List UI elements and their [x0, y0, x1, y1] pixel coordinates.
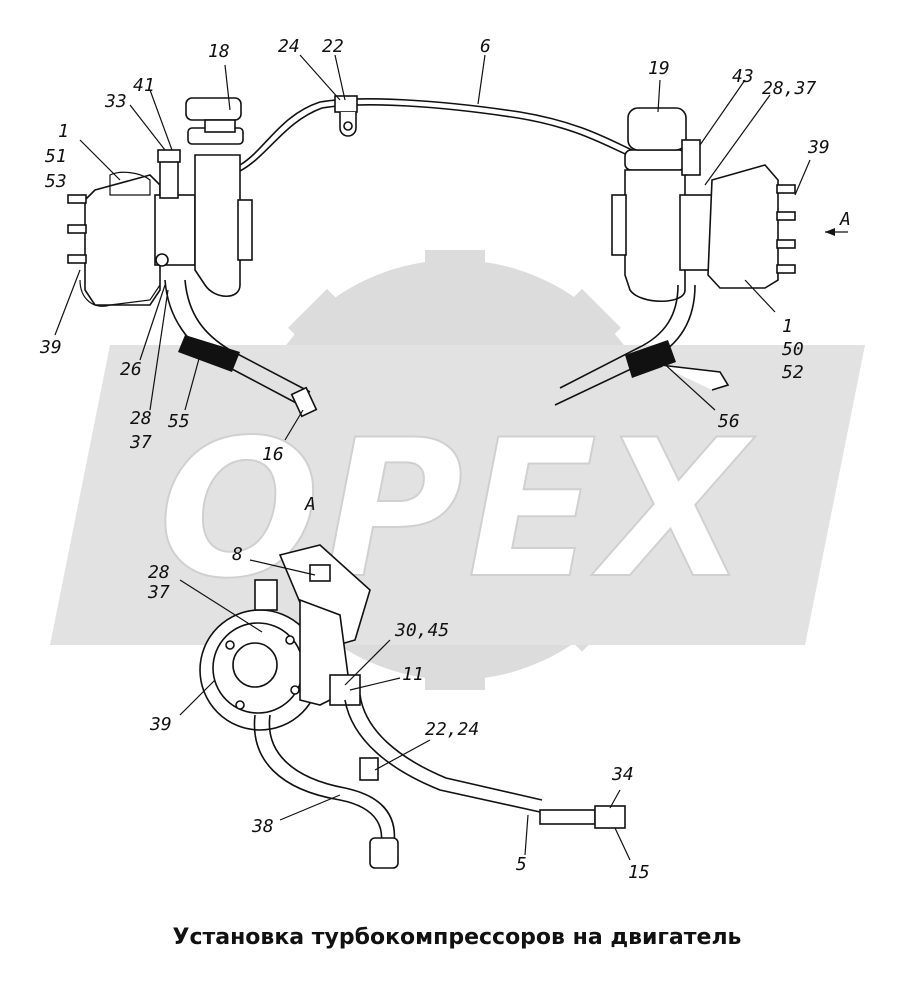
callout-52: 52 — [782, 362, 804, 383]
callout-30-45: 30,45 — [394, 620, 449, 641]
callout-24-top: 24 — [278, 36, 300, 57]
callout-22-24: 22,24 — [425, 719, 479, 740]
callout-37-left: 37 — [129, 432, 152, 453]
callout-39-bottom: 39 — [149, 714, 172, 735]
callout-33: 33 — [104, 91, 127, 112]
callout-labels: 1 51 53 33 41 18 24 22 6 19 43 28,37 39 … — [39, 36, 851, 883]
callout-39-left: 39 — [39, 337, 62, 358]
leader-lines — [54, 54, 848, 861]
pipe-clamp-top — [334, 95, 358, 137]
callout-37-bottom: 37 — [147, 582, 170, 603]
callout-39-right: 39 — [807, 137, 830, 158]
callout-53: 53 — [45, 171, 67, 192]
callout-34: 34 — [611, 764, 634, 785]
watermark: OPEX — [50, 250, 865, 690]
callout-16: 16 — [262, 444, 284, 465]
callout-28-37-right: 28,37 — [762, 78, 816, 99]
callout-a-arrow: A — [839, 209, 851, 230]
callout-19: 19 — [648, 58, 670, 79]
callout-26: 26 — [120, 359, 142, 380]
view-a-assembly — [199, 544, 626, 869]
callout-43: 43 — [732, 66, 754, 87]
view-a-label: A — [304, 494, 316, 515]
callout-38: 38 — [251, 816, 274, 837]
callout-28-bottom: 28 — [148, 562, 170, 583]
callout-6: 6 — [480, 36, 491, 57]
callout-18: 18 — [208, 41, 230, 62]
callout-55: 55 — [168, 411, 190, 432]
watermark-band — [50, 345, 865, 645]
left-drain-hose — [164, 279, 318, 418]
callout-1-left: 1 — [58, 121, 69, 142]
right-drain-hose — [554, 284, 730, 406]
callout-8: 8 — [232, 544, 243, 565]
callout-50: 50 — [782, 339, 804, 360]
watermark-text: OPEX — [158, 399, 756, 620]
callout-11: 11 — [402, 664, 424, 685]
callout-56: 56 — [718, 411, 740, 432]
callout-22-top: 22 — [322, 36, 344, 57]
callout-41: 41 — [133, 75, 155, 96]
callout-15: 15 — [628, 862, 650, 883]
left-turbocharger — [67, 97, 253, 307]
callout-1-right: 1 — [782, 316, 793, 337]
oil-feed-pipe — [239, 98, 633, 166]
right-turbocharger — [611, 107, 796, 302]
callout-51: 51 — [45, 146, 67, 167]
callout-28-left: 28 — [130, 408, 152, 429]
diagram-caption: Установка турбокомпрессоров на двигатель — [172, 925, 742, 950]
callout-5: 5 — [516, 854, 527, 875]
